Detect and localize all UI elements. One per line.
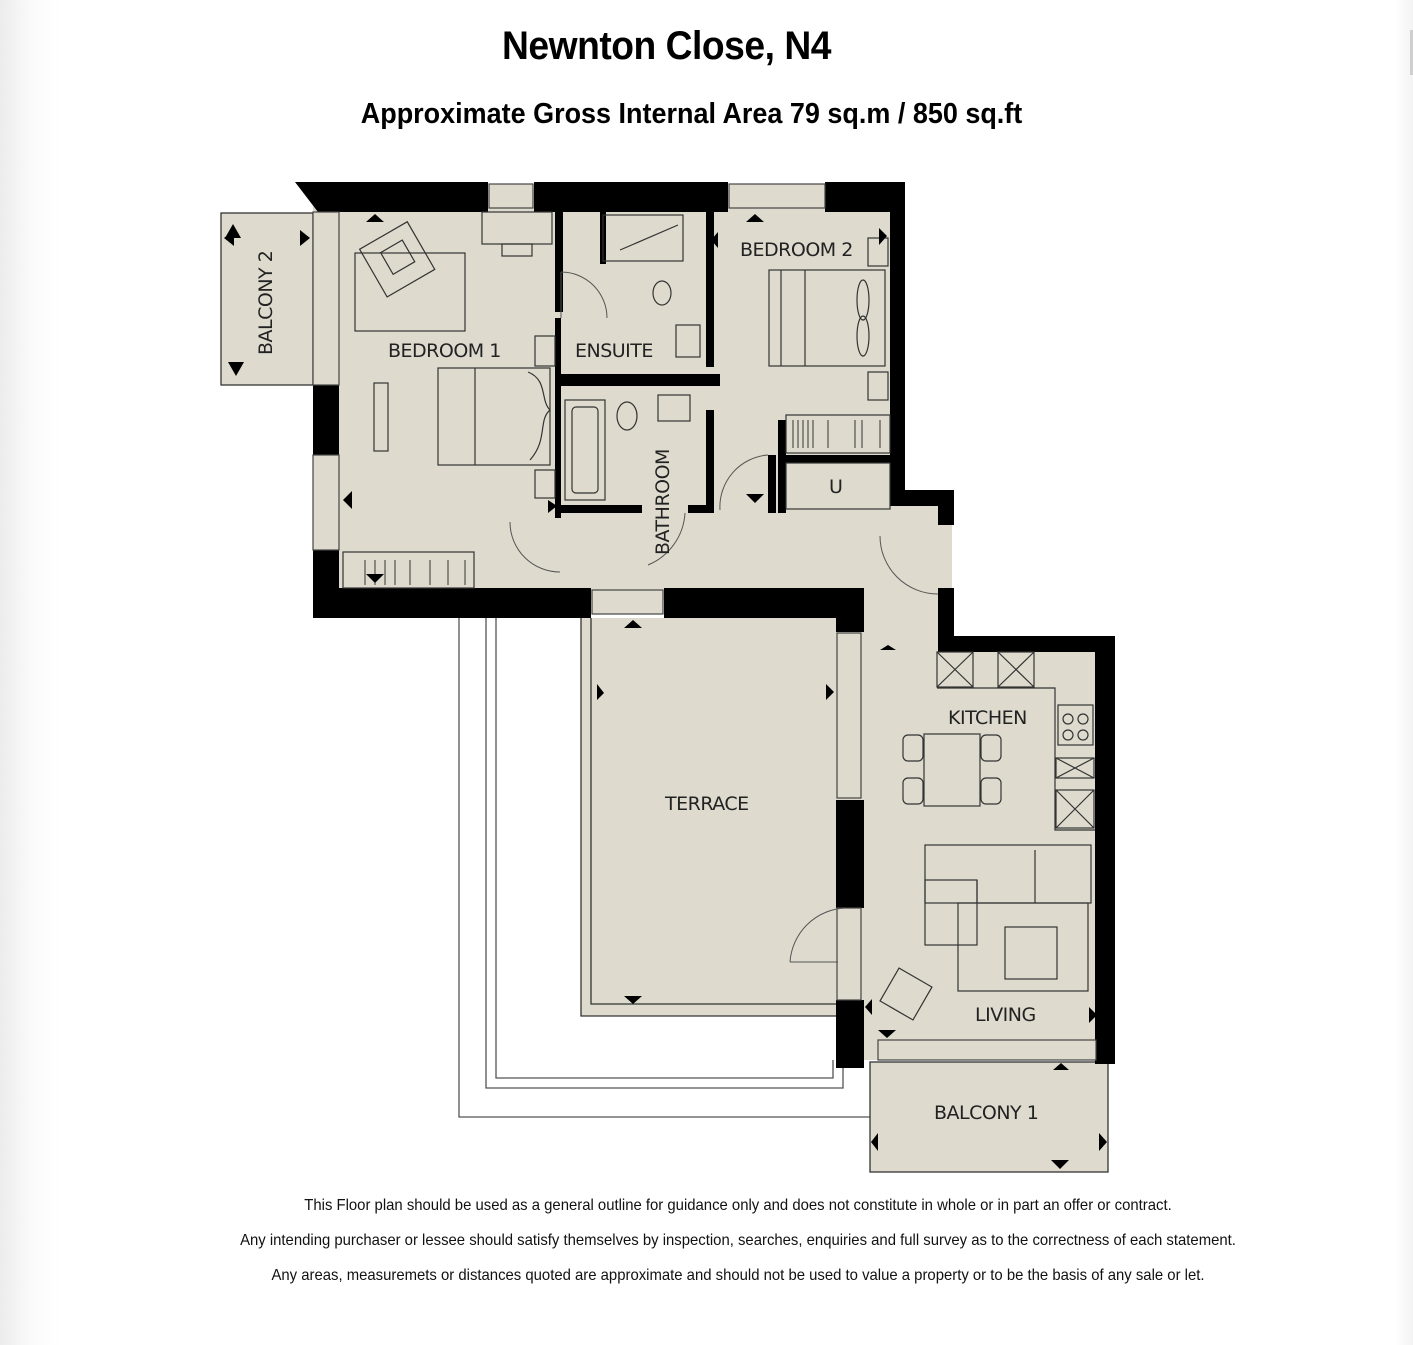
terrace-outline xyxy=(458,618,870,1118)
floor-fill xyxy=(221,190,1112,1172)
furniture xyxy=(342,211,1095,1021)
room-label-balcony1: BALCONY 1 xyxy=(934,1102,1038,1124)
room-label-kitchen: KITCHEN xyxy=(948,707,1027,729)
disclaimer-line-1: This Floor plan should be used as a gene… xyxy=(304,1197,1172,1214)
room-label-bedroom2: BEDROOM 2 xyxy=(740,239,853,261)
disclaimer-line-2: Any intending purchaser or lessee should… xyxy=(240,1232,1236,1249)
disclaimer-line-3: Any areas, measuremets or distances quot… xyxy=(271,1267,1205,1284)
walls xyxy=(295,182,1115,1068)
room-label-bedroom1: BEDROOM 1 xyxy=(388,340,501,362)
area-subtitle: Approximate Gross Internal Area 79 sq.m … xyxy=(360,98,1023,130)
page-title: Newnton Close, N4 xyxy=(501,24,831,68)
room-label-bathroom: BATHROOM xyxy=(652,449,674,555)
room-label-terrace: TERRACE xyxy=(664,793,749,815)
room-label-balcony2: BALCONY 2 xyxy=(255,251,277,355)
room-label-living: LIVING xyxy=(975,1004,1036,1026)
dimension-arrows xyxy=(224,214,1107,1169)
door-swings xyxy=(509,271,939,963)
room-label-ensuite: ENSUITE xyxy=(575,340,653,362)
scrollbar[interactable] xyxy=(1410,30,1413,75)
room-label-utility: U xyxy=(829,476,842,498)
